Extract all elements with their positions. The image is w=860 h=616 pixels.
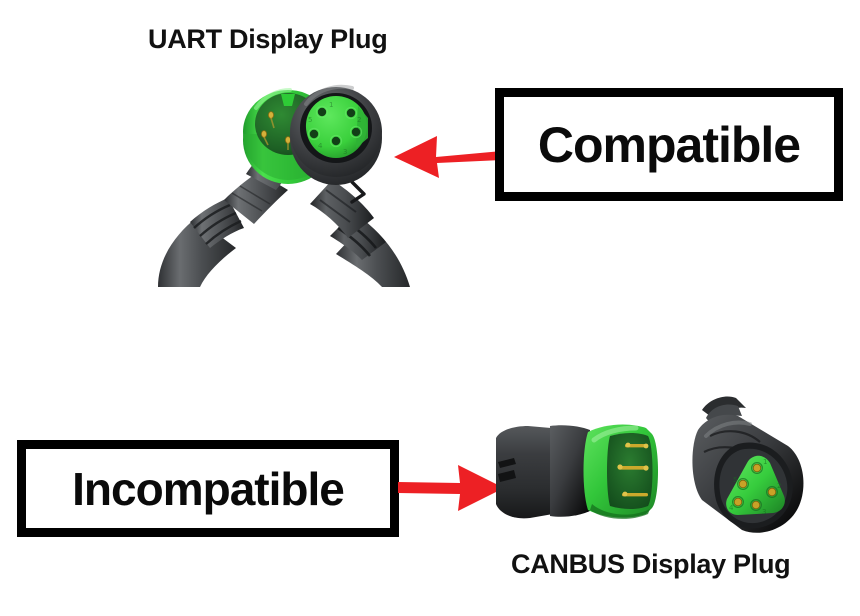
svg-text:1: 1 [329,101,333,109]
svg-text:5: 5 [308,116,312,124]
canbus-connector-photo: 1 2 3 4 5 [470,392,840,547]
svg-text:3: 3 [343,148,347,156]
svg-text:2: 2 [357,116,361,124]
compatible-label: Compatible [537,116,801,173]
uart-connector-photo: 1 2 3 4 5 [140,62,410,287]
svg-text:4: 4 [729,504,734,512]
arrow-left-icon [392,126,502,184]
svg-text:3: 3 [762,508,766,516]
incompatible-callout-box: Incompatible [17,440,399,537]
svg-text:5: 5 [733,476,737,484]
canbus-plug-caption: CANBUS Display Plug [511,549,791,579]
incompatible-label: Incompatible [72,462,345,515]
svg-text:1: 1 [763,458,767,466]
compatible-callout-box: Compatible [495,88,843,201]
arrow-right-icon [398,462,506,514]
uart-plug-caption: UART Display Plug [148,24,388,54]
svg-text:2: 2 [777,482,781,490]
svg-text:4: 4 [318,142,323,150]
